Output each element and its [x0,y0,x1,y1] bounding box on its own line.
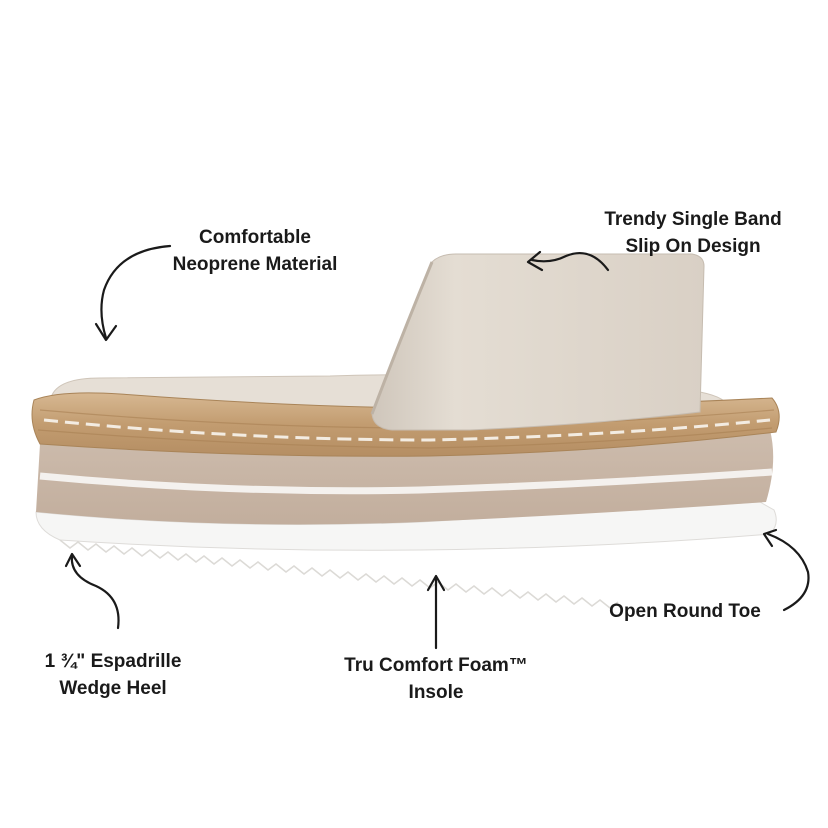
arrow-toe-icon [766,532,810,612]
arrow-neoprene-icon [100,244,172,340]
arrowhead-foam-icon [426,574,446,592]
callout-single-band: Trendy Single Band Slip On Design [578,206,808,260]
jute-stitching [43,418,771,442]
callout-wedge-heel: 1 ¾" Espadrille Wedge Heel [18,648,208,702]
callout-neoprene-line1: Comfortable [199,227,311,248]
callout-open-round-toe: Open Round Toe [590,598,780,625]
neoprene-band [371,253,705,431]
band-edge [370,261,434,415]
callout-band-line1: Trendy Single Band [604,209,782,230]
callout-wedge-line2: Wedge Heel [59,678,167,699]
midsole-stripe [39,468,773,495]
arrowhead-neoprene-icon [94,322,118,342]
callout-comfort-foam: Tru Comfort Foam™ Insole [318,652,554,706]
outsole-tread [59,539,619,609]
arrowhead-toe-icon [762,528,778,548]
callout-band-line2: Slip On Design [625,236,761,257]
arrowhead-wedge-icon [64,552,82,568]
arrow-wedge-icon [70,554,120,630]
arrowhead-band-icon [526,250,544,272]
callout-foam-line2: Insole [408,682,464,703]
callout-toe-line1: Open Round Toe [609,601,761,622]
callout-foam-line1: Tru Comfort Foam™ [344,655,528,676]
callout-neoprene-material: Comfortable Neoprene Material [150,224,360,278]
callout-neoprene-line2: Neoprene Material [172,254,338,275]
arrow-band-icon [530,252,610,272]
callout-wedge-line1: 1 ¾" Espadrille [44,651,182,672]
